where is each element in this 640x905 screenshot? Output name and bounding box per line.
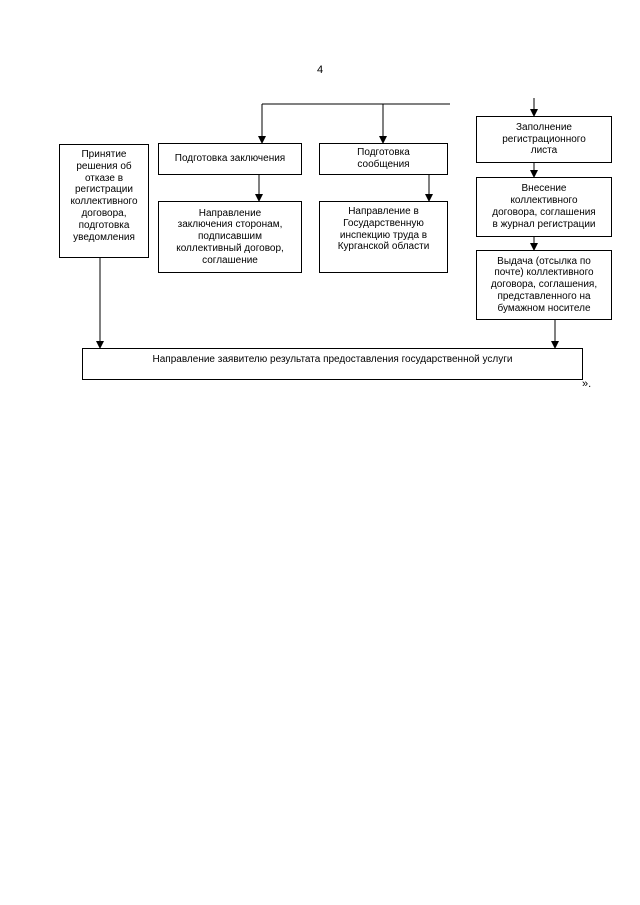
message-send-box: Направление в Государственную инспекцию … [319,201,448,273]
message-prep-box: Подготовка сообщения [319,143,448,175]
page-number: 4 [316,64,324,76]
issue-paper-box: Выдача (отсылка по почте) коллективного … [476,250,612,320]
journal-entry-box: Внесение коллективного договора, соглаше… [476,177,612,237]
registration-sheet-box: Заполнение регистрационного листа [476,116,612,163]
conclusion-prep-box: Подготовка заключения [158,143,302,175]
result-box: Направление заявителю результата предост… [82,348,583,380]
refusal-decision-box: Принятие решения об отказе в регистрации… [59,144,149,258]
closing-quote-mark: ». [582,378,592,390]
conclusion-send-box: Направление заключения сторонам, подписа… [158,201,302,273]
